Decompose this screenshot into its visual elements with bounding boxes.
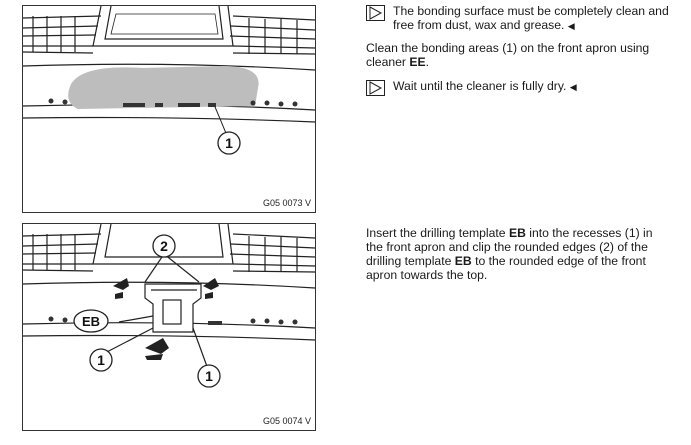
instruction-clean-text: Clean the bonding areas (1) on the front… bbox=[366, 41, 650, 69]
instruction-clean: Clean the bonding areas (1) on the front… bbox=[366, 41, 671, 69]
cleaner-code: EE bbox=[409, 55, 426, 69]
callout-eb-label: EB bbox=[82, 314, 100, 329]
step1-text: The bonding surface must be completely c… bbox=[366, 4, 671, 96]
instruction-insert-text-1: Insert the drilling template bbox=[366, 226, 509, 240]
front-apron-illustration-2: 2 EB 1 1 bbox=[23, 224, 315, 388]
callout-circle-1-right bbox=[197, 364, 221, 388]
callout-circle-2 bbox=[152, 234, 176, 258]
callout-ellipse-eb bbox=[73, 309, 109, 333]
instruction-insert-text-3: to the rounded edge of the front apron t… bbox=[366, 254, 646, 282]
callout-2-label: 2 bbox=[160, 238, 168, 254]
figure-code-1: G05 0073 V bbox=[262, 198, 311, 208]
callout-1-left-label: 1 bbox=[97, 352, 105, 368]
step2-text: Insert the drilling template EB into the… bbox=[366, 226, 671, 282]
template-code-1: EB bbox=[508, 226, 526, 240]
callout-circle-1 bbox=[217, 131, 241, 155]
callout-circle-1-left bbox=[89, 348, 113, 372]
instruction-clean-end: . bbox=[425, 55, 430, 69]
end-mark-icon: ◀ bbox=[567, 21, 575, 31]
callout-1-right-label: 1 bbox=[205, 368, 213, 384]
end-mark-icon: ◀ bbox=[569, 82, 577, 92]
note-triangle-icon bbox=[366, 5, 385, 21]
figure-code-2: G05 0074 V bbox=[262, 416, 311, 426]
note-bonding-text: The bonding surface must be completely c… bbox=[393, 4, 669, 32]
note-bonding-surface: The bonding surface must be completely c… bbox=[366, 4, 671, 33]
front-apron-illustration-1: 1 bbox=[23, 6, 315, 155]
callout-1-label: 1 bbox=[225, 135, 233, 151]
note-wait-text: Wait until the cleaner is fully dry. bbox=[393, 79, 567, 93]
note-triangle-icon bbox=[366, 80, 385, 96]
figure-bonding-area: 1 G05 0073 V bbox=[22, 5, 316, 213]
figure-drilling-template: 2 EB 1 1 G05 0074 V bbox=[22, 223, 316, 431]
note-wait-dry: Wait until the cleaner is fully dry. ◀ bbox=[366, 79, 671, 96]
instruction-insert-text-2: into the recesses (1) in the front apron… bbox=[366, 226, 653, 268]
template-code-2: EB bbox=[454, 254, 472, 268]
